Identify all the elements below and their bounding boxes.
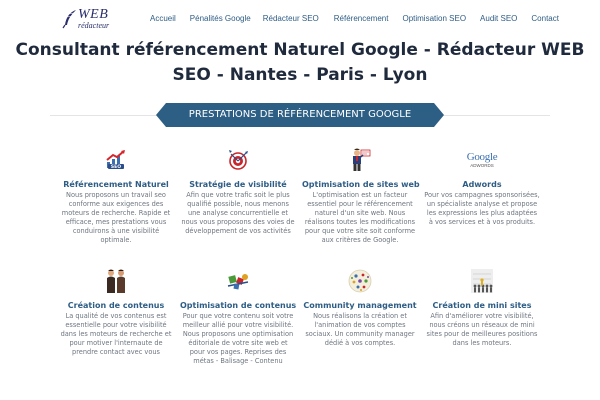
mini-sites-crowd-icon <box>471 269 493 293</box>
logo-word-redacteur: rédacteur <box>78 21 110 30</box>
target-darts-icon <box>229 150 248 170</box>
service-adwords: Google ADWORDS Adwords Pour vos campagne… <box>424 147 540 227</box>
service-optimisation-contenus: Optimisation de contenus Pour que votre … <box>180 268 296 367</box>
service-title: Stratégie de visibilité <box>189 180 287 189</box>
service-text: L'optimisation est un facteur essentiel … <box>304 191 416 245</box>
service-referencement-naturel: SEO Référencement Naturel Nous proposons… <box>58 147 174 246</box>
nav-optimisation-seo[interactable]: Optimisation SEO <box>402 14 467 23</box>
nav-referencement[interactable]: Référencement <box>333 14 389 23</box>
service-text: Pour vos campagnes sponsorisées, un spéc… <box>424 191 540 227</box>
nav-audit-seo[interactable]: Audit SEO <box>480 14 518 23</box>
service-creation-mini-sites: Création de mini sites Afin d'améliorer … <box>424 268 540 348</box>
nav-penalites-google[interactable]: Pénalités Google <box>189 14 251 23</box>
site-logo[interactable]: WEB rédacteur <box>62 7 112 31</box>
service-strategie-visibilite: Stratégie de visibilité Afin que votre t… <box>180 147 296 236</box>
service-text: La qualité de vos contenus est essentiel… <box>60 312 172 357</box>
logo-word-web: WEB <box>78 7 109 22</box>
nav-redacteur-seo[interactable]: Rédacteur SEO <box>262 14 319 23</box>
service-text: Afin que votre trafic soit le plus quali… <box>181 191 295 236</box>
service-text: Afin d'améliorer votre visibilité, nous … <box>426 312 538 348</box>
adwords-logo-text: ADWORDS <box>470 163 494 168</box>
service-text: Nous réalisons la création et l'animatio… <box>305 312 415 348</box>
nav-accueil[interactable]: Accueil <box>150 14 176 23</box>
service-title: Community management <box>303 301 417 310</box>
svg-text:SEO: SEO <box>111 164 121 170</box>
google-adwords-logo-icon: Google ADWORDS <box>424 147 540 173</box>
section-banner: PRESTATIONS DE RÉFÉRENCEMENT GOOGLE <box>156 103 444 127</box>
service-title: Référencement Naturel <box>63 180 169 189</box>
service-creation-contenus: Création de contenus La qualité de vos c… <box>58 268 174 357</box>
service-title: Optimisation de contenus <box>180 301 297 310</box>
site-header: WEB rédacteur Accueil Pénalités Google R… <box>0 0 600 36</box>
social-network-globe-icon <box>348 269 372 293</box>
main-nav: Accueil Pénalités Google Rédacteur SEO R… <box>150 14 559 26</box>
service-title: Optimisation de sites web <box>302 180 420 189</box>
man-with-sign-icon <box>353 148 371 171</box>
service-community-management: Community management Nous réalisons la c… <box>302 268 418 348</box>
service-title: Adwords <box>462 180 502 189</box>
people-talking-icon <box>107 269 125 293</box>
content-tools-icon <box>227 274 249 290</box>
service-title: Création de mini sites <box>432 301 532 310</box>
feather-pen-icon <box>62 10 76 29</box>
service-text: Pour que votre contenu soit votre meille… <box>182 312 294 366</box>
seo-chart-icon: SEO <box>106 150 125 170</box>
nav-contact[interactable]: Contact <box>531 14 559 23</box>
page-title: Consultant référencement Naturel Google … <box>15 40 585 85</box>
service-text: Nous proposons un travail seo conforme a… <box>61 191 171 245</box>
service-optimisation-sites-web: Optimisation de sites web L'optimisation… <box>302 147 420 246</box>
service-title: Création de contenus <box>67 301 165 310</box>
google-logo-text: Google <box>466 151 498 163</box>
